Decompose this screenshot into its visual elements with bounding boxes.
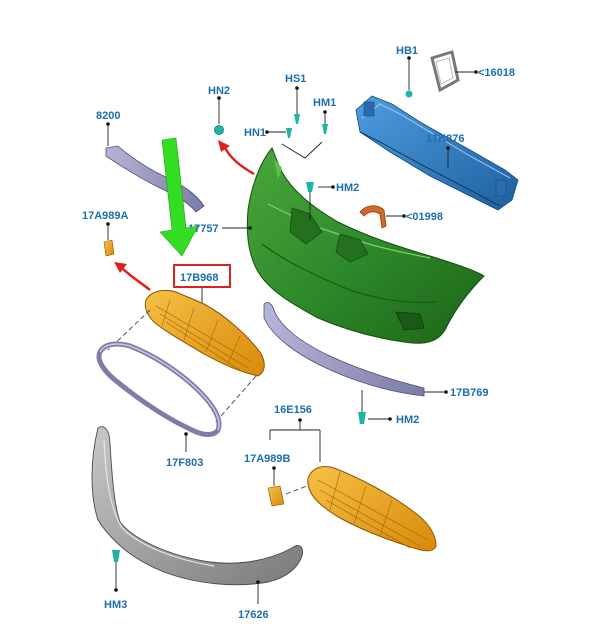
part-17a989b bbox=[267, 485, 285, 507]
hn1-clip-icon bbox=[286, 128, 292, 138]
label-16e156: 16E156 bbox=[274, 404, 312, 416]
hb1-fastener-icon bbox=[405, 90, 413, 98]
hm2-bottom-screw-icon bbox=[358, 412, 366, 424]
bracket-16018 bbox=[430, 50, 460, 93]
hm2-top-screw-icon bbox=[306, 182, 314, 192]
red-arrow-17a989a bbox=[121, 267, 151, 291]
hm1-screw-icon bbox=[322, 124, 328, 134]
label-hm3: HM3 bbox=[104, 599, 127, 611]
label-hm2-top: HM2 bbox=[336, 182, 359, 194]
label-17b968: 17B968 bbox=[180, 272, 219, 284]
label-01998: <01998 bbox=[406, 211, 443, 223]
part-8200 bbox=[105, 145, 205, 213]
label-16018: <16018 bbox=[478, 67, 515, 79]
bumper-reinforcement-17k876 bbox=[355, 95, 519, 211]
trim-strip-17b769 bbox=[263, 302, 425, 397]
red-arrow-hn2 bbox=[222, 145, 255, 176]
label-17626: 17626 bbox=[238, 609, 269, 621]
bumper-cover-17757 bbox=[246, 147, 485, 344]
grille-17b968 bbox=[144, 289, 265, 377]
label-17a989b: 17A989B bbox=[244, 453, 291, 465]
highlight-box-17b968 bbox=[173, 264, 231, 288]
lower-panel-17626 bbox=[91, 426, 303, 586]
label-hn2-top: HN2 bbox=[208, 85, 230, 97]
label-hn1: HN1 bbox=[244, 127, 266, 139]
grille-surround-17f803 bbox=[96, 341, 222, 437]
label-17a989a: 17A989A bbox=[82, 210, 129, 222]
green-arrow-icon bbox=[159, 137, 199, 257]
label-hm2-bottom: HM2 bbox=[396, 414, 419, 426]
bracket-01998 bbox=[359, 205, 387, 229]
hn2-clip-icon bbox=[214, 125, 224, 135]
hm3-screw-icon bbox=[112, 550, 120, 562]
hs1-screw-icon bbox=[294, 114, 300, 124]
label-17k876: 17K876 bbox=[426, 133, 465, 145]
label-8200: 8200 bbox=[96, 110, 120, 122]
part-17a989a bbox=[103, 239, 115, 257]
label-hm1: HM1 bbox=[313, 97, 336, 109]
label-hb1: HB1 bbox=[396, 45, 418, 57]
label-17b769: 17B769 bbox=[450, 387, 489, 399]
label-17757: 17757 bbox=[188, 223, 219, 235]
label-hs1: HS1 bbox=[285, 73, 306, 85]
label-17f803: 17F803 bbox=[166, 457, 203, 469]
fog-lamp-grille-16e156 bbox=[307, 465, 437, 552]
